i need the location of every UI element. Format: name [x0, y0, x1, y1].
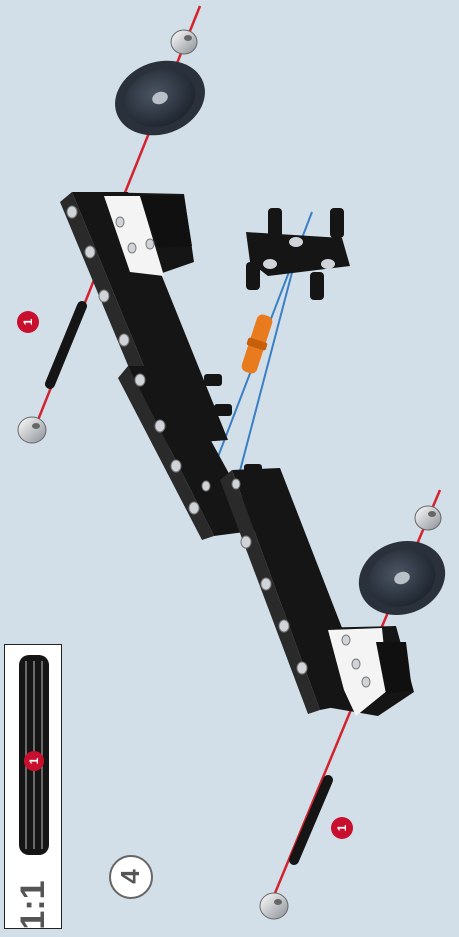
- bushing-left: [18, 417, 46, 443]
- bottom-end-plate: [310, 626, 414, 716]
- quantity-badge-bottom-text: 1: [335, 824, 349, 831]
- quantity-badge-left: 1: [17, 311, 39, 333]
- step-number: 4: [111, 857, 150, 896]
- scale-count-text: 1: [27, 757, 41, 764]
- wheel-top: [104, 48, 215, 147]
- scale-reference-box: 1 1:1: [4, 644, 62, 929]
- bushing-top: [171, 30, 197, 54]
- pin-connector-block: [246, 208, 350, 300]
- quantity-badge-left-text: 1: [21, 318, 35, 325]
- axle-guide-lines: [34, 6, 440, 910]
- orange-connector-pin: [240, 313, 274, 375]
- axle-rod-bottom: [294, 780, 328, 860]
- axle-rod-left: [50, 306, 82, 384]
- bushing-right: [415, 506, 441, 530]
- wheel-bottom: [348, 529, 455, 627]
- quantity-badge-bottom: 1: [331, 817, 353, 839]
- scale-label: 1:1: [13, 875, 53, 935]
- bushing-bottom: [260, 893, 288, 919]
- step-number-badge: 4: [109, 855, 153, 899]
